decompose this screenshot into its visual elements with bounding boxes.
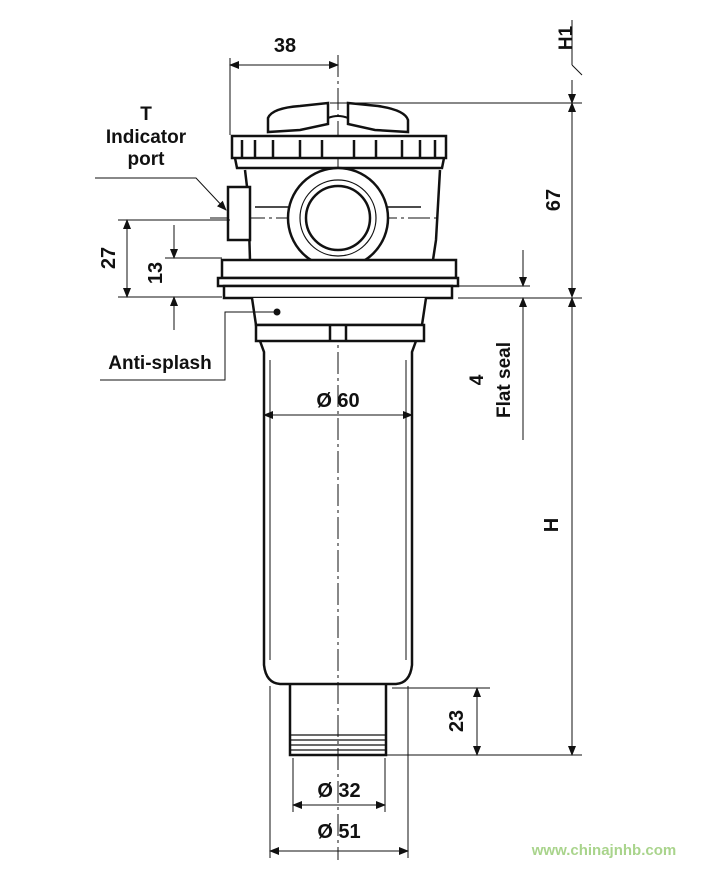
- dim-27-label: 27: [98, 247, 120, 269]
- anti-splash-dot: [273, 308, 281, 316]
- dim-23-label: 23: [446, 710, 468, 732]
- outlet-neck: [288, 684, 388, 757]
- indicator-t-label: T: [140, 104, 152, 125]
- indicator-port-boss: [226, 185, 252, 242]
- dim-60-label: Ø 60: [316, 390, 359, 412]
- dim-h-label: H: [541, 518, 563, 532]
- dim-38-label: 38: [274, 35, 296, 57]
- watermark: www.chinajnhb.com: [531, 842, 676, 859]
- dim-51-label: Ø 51: [317, 821, 360, 843]
- indicator-port-label: port: [128, 149, 166, 170]
- port-outer: [286, 166, 390, 270]
- cap-handles: [266, 101, 410, 134]
- flange: [216, 258, 460, 300]
- head-ring: [230, 134, 448, 170]
- flat-seal-label: Flat seal: [494, 342, 515, 418]
- flat-seal-value-label: 4: [467, 374, 488, 385]
- port-inner: [304, 184, 372, 252]
- dim-67-label: 67: [543, 189, 565, 211]
- indicator-label: Indicator: [106, 127, 187, 148]
- bowl: [258, 340, 418, 686]
- dim-32-label: Ø 32: [317, 780, 360, 802]
- dim-h1-label: H1: [556, 25, 577, 50]
- dim-13-label: 13: [145, 262, 167, 284]
- collar: [250, 297, 428, 343]
- anti-splash-label: Anti-splash: [108, 353, 211, 374]
